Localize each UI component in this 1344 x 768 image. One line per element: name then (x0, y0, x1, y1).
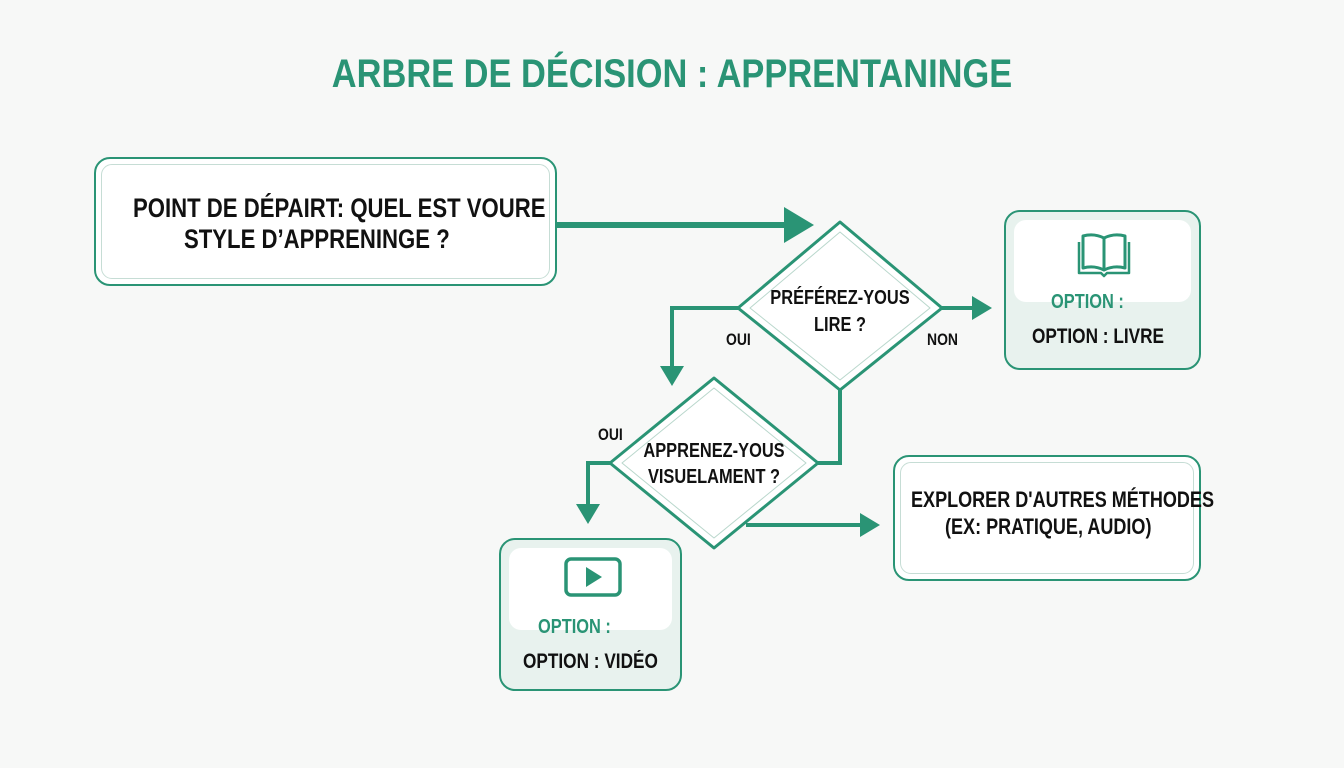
start-box (94, 157, 557, 286)
connector-decision1-to-decision2 (818, 390, 842, 465)
decision2-text-line2: VISUELAMENT ? (647, 466, 781, 488)
option-video-box: OPTION : OPTION : VIDÉO (499, 538, 682, 691)
book-icon (1077, 233, 1131, 278)
option-book-box: OPTION : OPTION : LIVRE (1004, 210, 1201, 370)
decision1-yes-label: OUI (726, 330, 751, 349)
other-methods-box (893, 455, 1201, 581)
start-text-line1: POINT DE DÉPAIRT: QUEL EST VOURE (133, 193, 546, 223)
option-video-header (509, 548, 672, 630)
arrow-decision1-yes (660, 306, 738, 386)
arrow-decision2-yes (576, 461, 612, 524)
decision-diamond-1 (736, 220, 944, 392)
other-methods-line1: EXPLORER D'AUTRES MÉTHODES (911, 487, 1214, 512)
decision2-yes-label: OUI (598, 425, 623, 444)
option-book-subtitle: OPTION : (1051, 291, 1124, 313)
play-icon (564, 557, 622, 597)
start-text-line2: STYLE D’APPRENINGE ? (184, 224, 450, 254)
decision-diamond-2 (608, 376, 820, 550)
decision2-text-line1: APPRENEZ-YOUS (643, 440, 785, 462)
option-book-label: OPTION : LIVRE (1032, 325, 1165, 348)
decision1-no-label: NON (927, 330, 958, 349)
option-video-subtitle: OPTION : (538, 616, 611, 638)
other-methods-line2: (EX: PRATIQUE, AUDIO) (945, 514, 1152, 539)
decision1-text-line1: PRÉFÉREZ-YOUS (770, 287, 910, 309)
decision1-text-line2: LIRE ? (814, 314, 866, 336)
option-video-label: OPTION : VIDÉO (523, 650, 658, 673)
page-title: ARBRE DE DÉCISION : APPRENTANINGE (331, 52, 1013, 96)
